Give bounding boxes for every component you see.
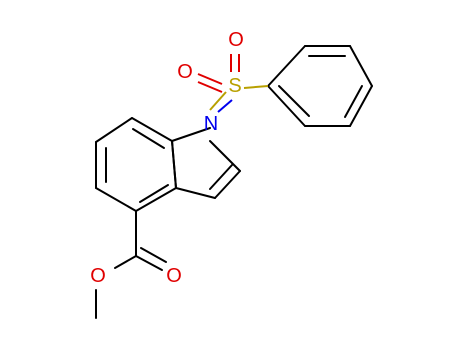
bonds [95,45,373,319]
bond [278,85,310,117]
bond [209,164,233,190]
bond [140,247,167,263]
bond [344,85,363,118]
bond [209,91,227,111]
oxygen-atom: O [90,265,106,287]
bond [175,187,216,199]
bond [197,73,223,85]
sulfonyl-bonds [197,54,269,113]
bond [114,255,137,269]
bond [267,45,306,87]
bond [171,140,177,189]
bond [135,255,163,271]
sulfur-atom: S [228,75,241,97]
bond [131,117,173,142]
bond [349,45,373,87]
bond [139,184,169,203]
bond [214,170,241,199]
nitrogen-atom: N [204,113,218,135]
bond [217,99,233,113]
bond [209,140,241,172]
bond [95,117,133,143]
oxygen-atom: O [228,29,244,51]
atom-labels: S O O N O O [90,29,244,287]
bond [135,187,177,212]
bond [267,85,306,127]
bond [243,85,269,89]
oxygen-atom: O [177,61,193,83]
bond [197,81,223,93]
oxygen-atom: O [166,265,182,287]
bond [132,128,165,149]
bond [349,85,373,127]
bond [95,187,137,212]
bond [171,127,211,142]
